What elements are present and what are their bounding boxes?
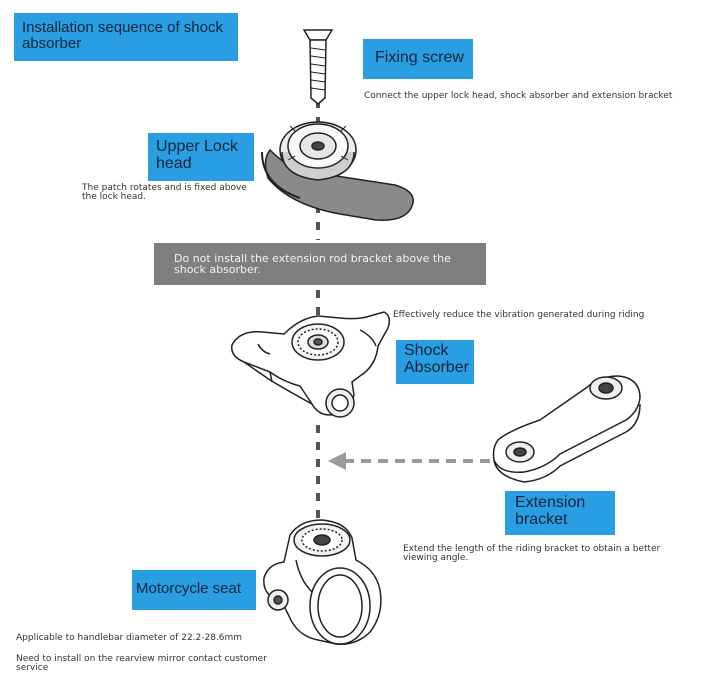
page-title: Installation sequence of shock absorber — [14, 13, 238, 61]
extension-bracket-label: Extension bracket — [505, 491, 615, 535]
shock-absorber-note: Effectively reduce the vibration generat… — [393, 310, 645, 320]
extension-bracket-note: Extend the length of the riding bracket … — [403, 544, 661, 563]
upper-lock-head-label: Upper Lock head — [148, 133, 254, 181]
fixing-screw-note: Connect the upper lock head, shock absor… — [364, 91, 673, 101]
handlebar-diameter-note: Applicable to handlebar diameter of 22.2… — [16, 633, 243, 643]
rearview-mirror-note: Need to install on the rearview mirror c… — [16, 654, 267, 673]
screw-icon — [302, 29, 334, 105]
warning-banner: Do not install the extension rod bracket… — [154, 243, 486, 285]
upper-lock-head-note: The patch rotates and is fixed above the… — [82, 183, 247, 202]
extension-arrow — [328, 452, 490, 470]
shock-absorber-label: Shock Absorber — [396, 340, 474, 384]
motorcycle-seat-label: Motorcycle seat — [132, 570, 256, 610]
shock-absorber-icon — [231, 311, 391, 418]
handlebar-mount-icon — [263, 519, 382, 645]
fixing-screw-label: Fixing screw — [363, 39, 473, 79]
upper-lock-head-icon — [261, 121, 414, 221]
extension-bracket-icon — [492, 375, 641, 483]
